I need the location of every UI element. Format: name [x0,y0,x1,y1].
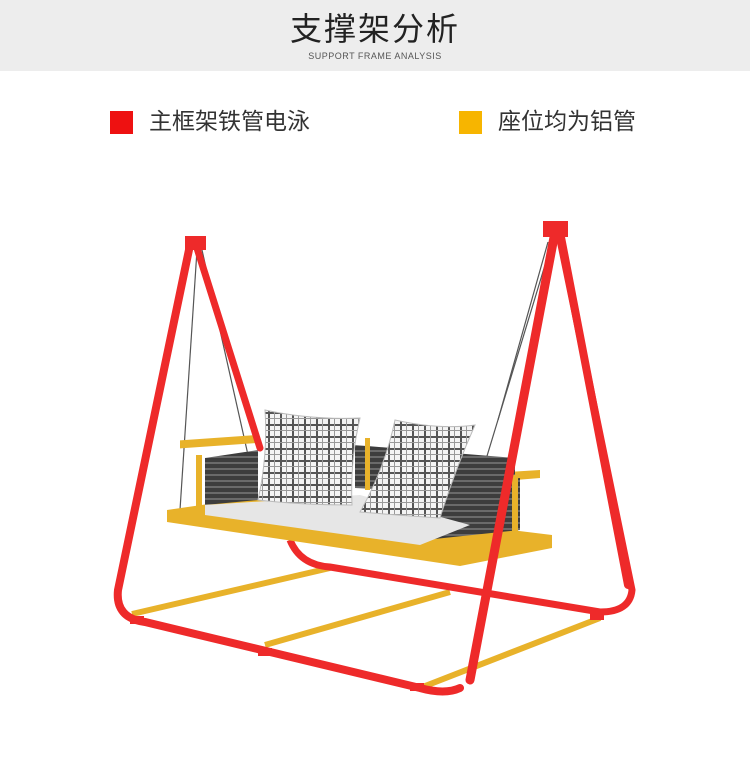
base-bars [131,565,602,691]
legend-item-frame: 主框架铁管电泳 [110,108,310,136]
left-top-cap [185,236,206,250]
page-title: 支撑架分析 [289,10,460,48]
page-subtitle: SUPPORT FRAME ANALYSIS [308,51,442,61]
legend-swatch-seat [459,110,482,134]
main-frame [113,227,632,696]
right-top-cap [543,221,568,237]
legend-item-seat: 座位均为铝管 [459,108,636,136]
legend-label-seat: 座位均为铝管 [498,109,636,135]
legend-label-frame: 主框架铁管电泳 [149,109,310,135]
frame-feet [130,612,604,691]
pillows [257,409,476,519]
header-banner: 支撑架分析 SUPPORT FRAME ANALYSIS [0,0,750,71]
legend-swatch-frame [110,110,133,134]
